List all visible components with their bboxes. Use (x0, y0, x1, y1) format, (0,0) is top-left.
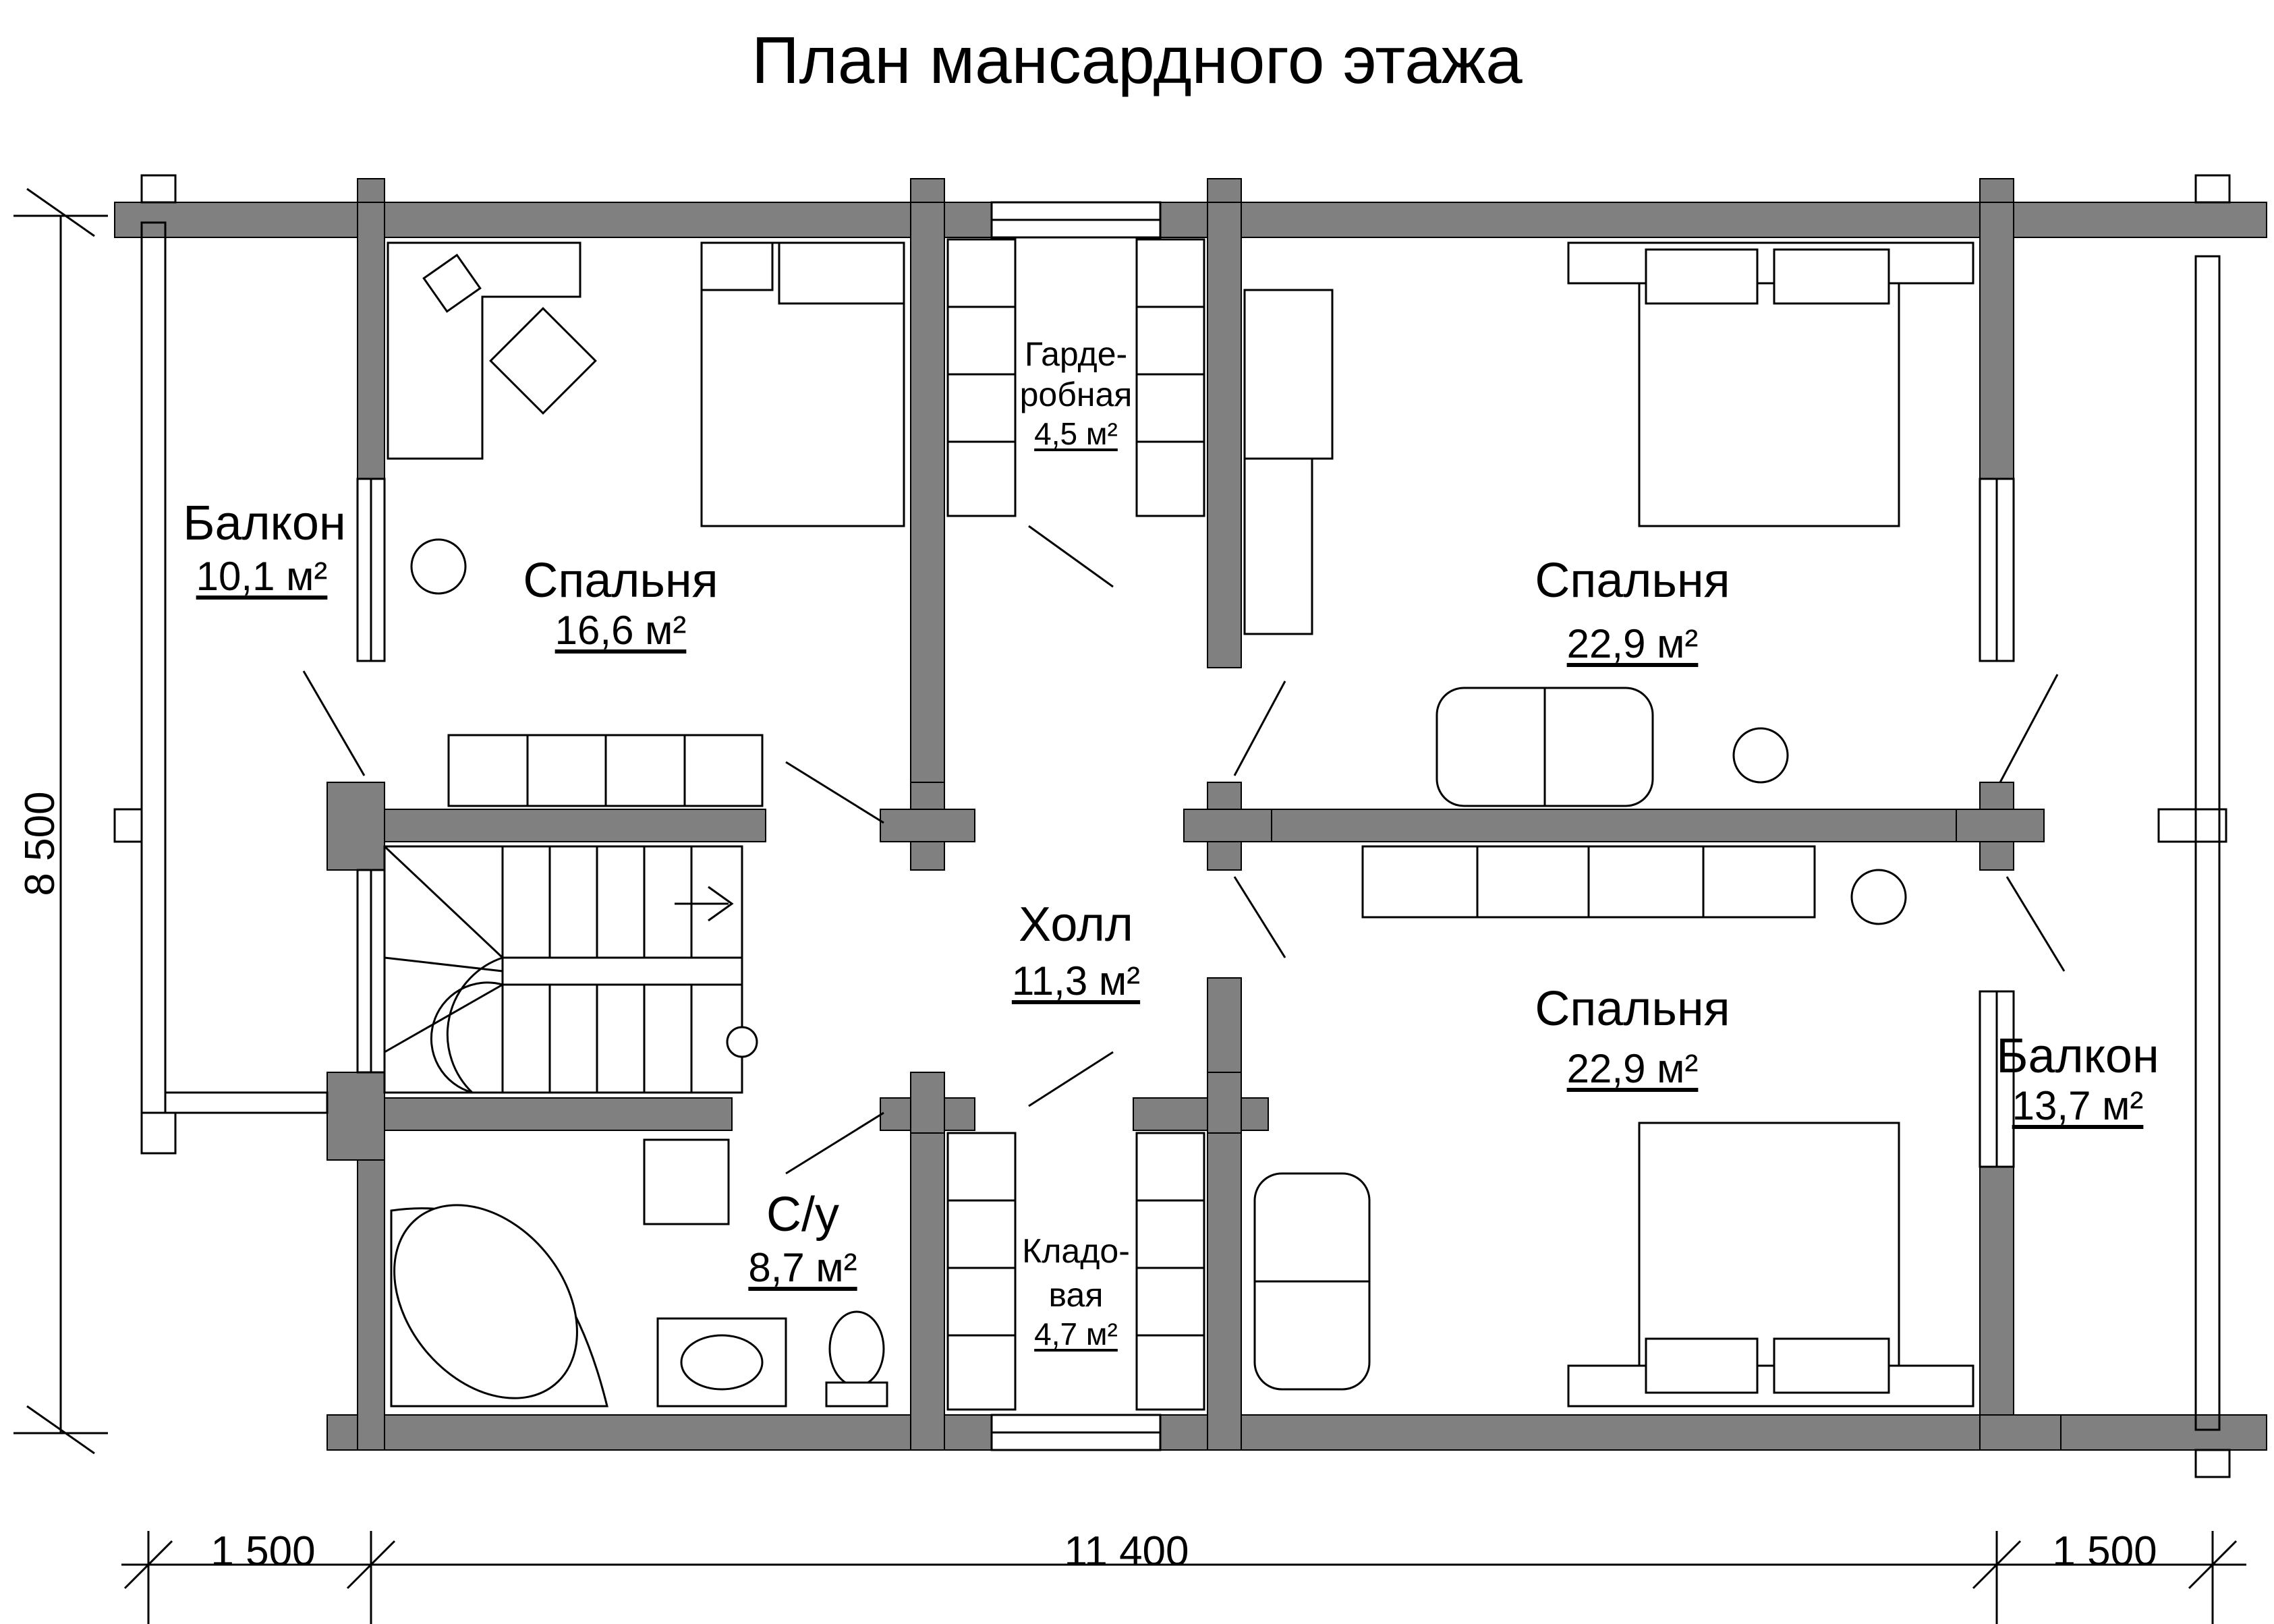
dimension-lines (13, 187, 2246, 1624)
room-area-bedroom-left: 16,6 м² (555, 608, 687, 653)
room-name-wardrobe-line2: робная (1019, 376, 1133, 413)
wall-bottom (326, 1414, 2267, 1451)
dimension-height: 8 500 (17, 791, 63, 896)
room-area-hall: 11,3 м² (1011, 958, 1141, 1004)
wall-right-main-upper (1979, 202, 2014, 480)
balcony-railings (113, 174, 2231, 1478)
wall-left-main-upper (357, 202, 385, 480)
wall-storage-left (910, 1078, 945, 1451)
room-name-storage-line2: вая (1048, 1276, 1104, 1314)
dimension-left-balcony: 1 500 (210, 1528, 316, 1575)
room-name-hall: Холл (1019, 898, 1133, 952)
windows (356, 201, 2015, 1451)
railing-right (2194, 255, 2221, 1431)
room-area-bedroom-bottom-right: 22,9 м² (1566, 1046, 1699, 1091)
walls (114, 178, 2267, 1451)
wall-left-balcony-bottom (326, 1097, 733, 1131)
wall-left-balcony-top (114, 202, 382, 238)
room-name-balcony-left: Балкон (183, 496, 346, 550)
room-area-wardrobe: 4,5 м² (1034, 416, 1118, 451)
dimension-main-width: 11 400 (1064, 1528, 1189, 1575)
wall-stair-top (326, 809, 766, 842)
room-name-bedroom-left: Спальня (523, 554, 718, 608)
wall-wardrobe-right (1207, 202, 1242, 668)
room-name-storage-line1: Кладо- (1022, 1232, 1130, 1270)
room-area-bathroom: 8,7 м² (748, 1245, 857, 1290)
room-area-bedroom-top-right: 22,9 м² (1566, 621, 1699, 666)
wall-wardrobe-left (910, 202, 945, 871)
room-area-balcony-left: 10,1 м² (196, 554, 328, 599)
room-name-bedroom-top-right: Спальня (1535, 554, 1730, 608)
room-name-bedroom-bottom-right: Спальня (1535, 982, 1730, 1036)
door-swings (302, 525, 2066, 1175)
railing-left (140, 221, 167, 1114)
plan-title: План мансардного этажа (751, 23, 1523, 97)
room-area-balcony-right: 13,7 м² (2012, 1083, 2144, 1128)
sink (680, 1334, 764, 1391)
wall-top (114, 202, 2267, 238)
wall-storage-right (1207, 977, 1242, 1451)
room-name-wardrobe-line1: Гарде- (1024, 335, 1128, 373)
wall-right-main-lower (1979, 1166, 2014, 1451)
plant (410, 538, 467, 595)
monitor (422, 254, 482, 313)
furniture (383, 238, 1974, 1411)
wall-middle-right (1183, 809, 2045, 842)
room-name-bathroom: С/у (766, 1188, 839, 1242)
room-area-storage: 4,7 м² (1034, 1316, 1118, 1352)
room-name-balcony-right: Балкон (1996, 1029, 2159, 1083)
toilet (828, 1310, 885, 1387)
sink-counter (656, 1317, 787, 1408)
shower-tray (643, 1138, 730, 1225)
dimension-right-balcony: 1 500 (2052, 1528, 2157, 1575)
desk-chair (489, 307, 597, 415)
